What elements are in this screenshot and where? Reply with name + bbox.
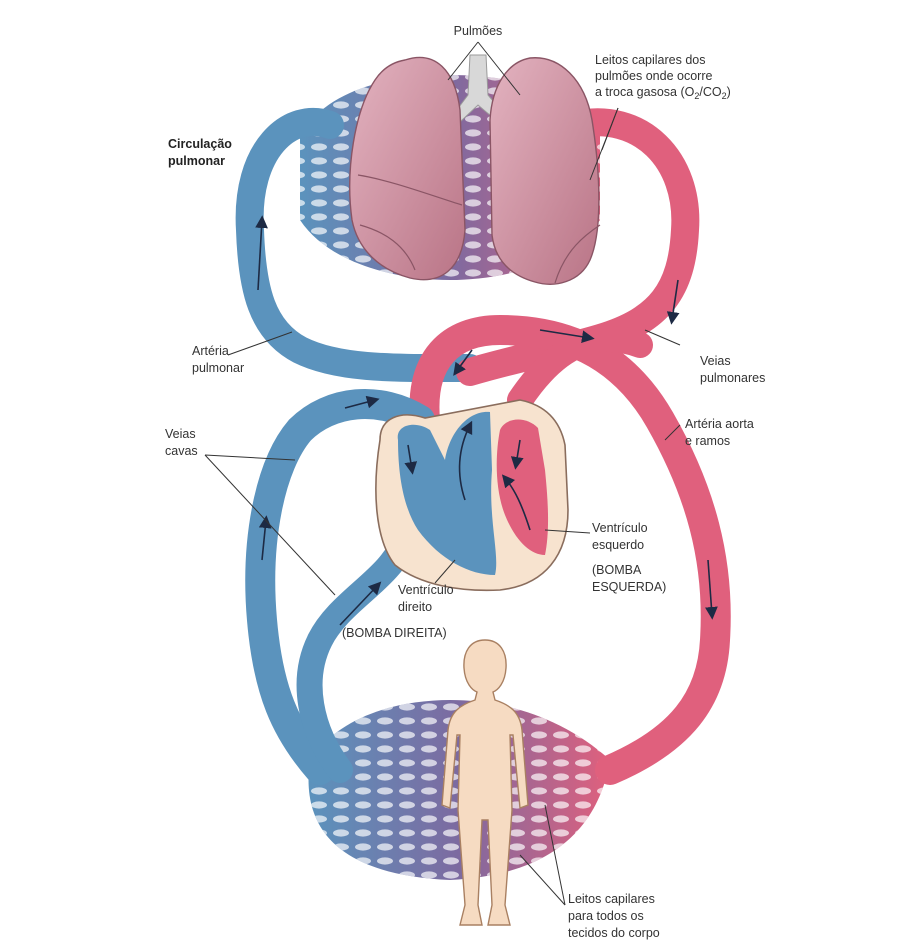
label-ventriculo-direito-2: direito bbox=[398, 600, 432, 614]
label-leitos-corpo-2: para todos os bbox=[568, 909, 644, 923]
label-bomba-esquerda-2: ESQUERDA) bbox=[592, 580, 666, 594]
label-circulacao-2: pulmonar bbox=[168, 154, 225, 168]
label-leitos-pulmoes-1: Leitos capilares dos bbox=[595, 53, 705, 67]
human-body-figure bbox=[441, 639, 529, 926]
lungs bbox=[349, 54, 601, 285]
label-leitos-pulmoes-2: pulmões onde ocorre bbox=[595, 69, 712, 83]
pulmonary-veins-vessel bbox=[456, 108, 700, 386]
aorta-vessel bbox=[409, 314, 731, 785]
label-ventriculo-esquerdo-1: Ventrículo bbox=[592, 521, 648, 535]
label-circulacao-1: Circulação bbox=[168, 137, 232, 151]
label-bomba-esquerda-1: (BOMBA bbox=[592, 563, 642, 577]
label-arteria-pulmonar-2: pulmonar bbox=[192, 361, 244, 375]
heart bbox=[375, 399, 569, 592]
label-arteria-aorta-1: Artéria aorta bbox=[685, 417, 754, 431]
left-ventricle bbox=[496, 419, 549, 555]
label-bomba-direita: (BOMBA DIREITA) bbox=[342, 626, 447, 640]
label-ventriculo-esquerdo-2: esquerdo bbox=[592, 538, 644, 552]
label-veias-cavas-1: Veias bbox=[165, 427, 196, 441]
label-leitos-corpo-1: Leitos capilares bbox=[568, 892, 655, 906]
right-lung bbox=[489, 57, 600, 285]
label-veias-pulmonares-2: pulmonares bbox=[700, 371, 765, 385]
label-pulmoes: Pulmões bbox=[454, 24, 503, 38]
label-leitos-pulmoes-3: a troca gasosa (O2/CO2) bbox=[595, 85, 731, 101]
vena-cava-vessel bbox=[245, 389, 435, 785]
right-ventricle bbox=[397, 411, 497, 575]
leader-lines bbox=[204, 41, 681, 906]
pulmonary-artery-vessel bbox=[235, 107, 484, 383]
label-veias-cavas-2: cavas bbox=[165, 444, 198, 458]
flow-arrows bbox=[255, 215, 718, 626]
label-ventriculo-direito-1: Ventrículo bbox=[398, 583, 454, 597]
left-lung bbox=[349, 56, 466, 281]
label-veias-pulmonares-1: Veias bbox=[700, 354, 731, 368]
labels: Pulmões Leitos capilares dos pulmões ond… bbox=[165, 24, 765, 940]
label-leitos-corpo-3: tecidos do corpo bbox=[568, 926, 660, 940]
label-arteria-pulmonar-1: Artéria bbox=[192, 344, 229, 358]
label-arteria-aorta-2: e ramos bbox=[685, 434, 730, 448]
